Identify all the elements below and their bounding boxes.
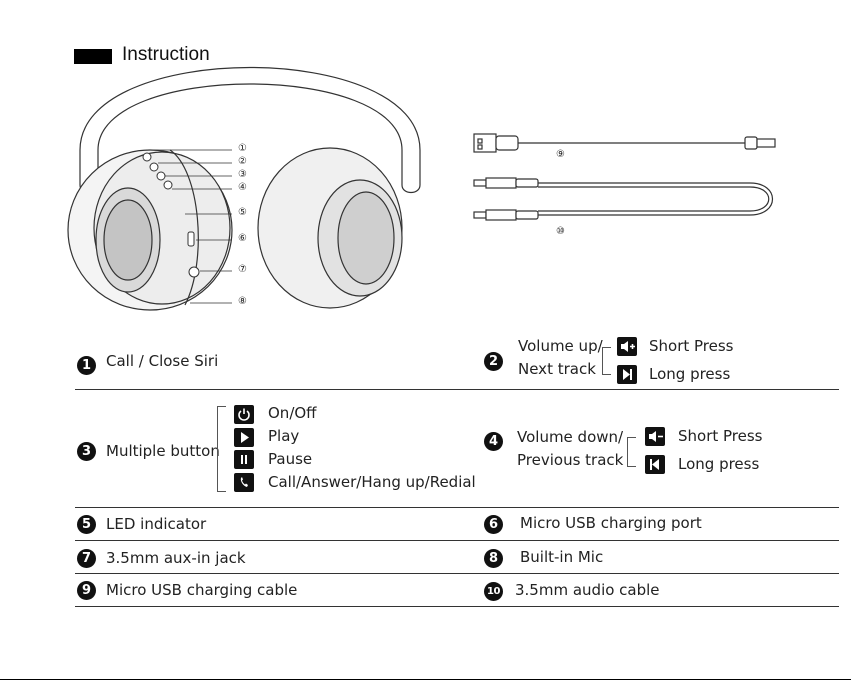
callout-3: ③ xyxy=(238,169,247,180)
power-icon xyxy=(234,405,254,424)
item-label-volume-down: Volume down/ xyxy=(517,428,624,446)
item-number-10: 10 xyxy=(484,582,503,601)
page-bottom-line xyxy=(0,679,851,680)
short-press-label: Short Press xyxy=(649,337,734,355)
item-label-micro-usb-cable: Micro USB charging cable xyxy=(106,581,298,599)
item-label-built-in-mic: Built-in Mic xyxy=(520,548,604,566)
item-label-aux-in-jack: 3.5mm aux-in jack xyxy=(106,549,246,567)
item-number-3: 3 xyxy=(77,442,96,461)
callout-8: ⑧ xyxy=(238,296,247,307)
callout-5: ⑤ xyxy=(238,207,247,218)
callout-7: ⑦ xyxy=(238,264,247,275)
item-number-4: 4 xyxy=(484,432,503,451)
divider xyxy=(75,573,839,574)
item-label-call-close-siri: Call / Close Siri xyxy=(106,352,219,370)
bracket xyxy=(602,347,611,375)
item-label-micro-usb-port: Micro USB charging port xyxy=(520,514,702,532)
sub-label-on-off: On/Off xyxy=(268,404,317,422)
item-number-6: 6 xyxy=(484,515,503,534)
page-title: Instruction xyxy=(122,44,210,65)
callout-6: ⑥ xyxy=(238,233,247,244)
item-label-previous-track: Previous track xyxy=(517,451,624,469)
divider xyxy=(75,606,839,607)
item-number-1: 1 xyxy=(77,356,96,375)
pause-icon xyxy=(234,450,254,469)
callout-9: ⑨ xyxy=(556,149,565,160)
long-press-label: Long press xyxy=(649,365,731,383)
phone-icon xyxy=(234,473,254,492)
item-number-2: 2 xyxy=(484,352,503,371)
long-press-label: Long press xyxy=(678,455,760,473)
callout-1: ① xyxy=(238,143,247,154)
headphone-illustration xyxy=(67,66,776,311)
item-number-5: 5 xyxy=(77,515,96,534)
item-number-8: 8 xyxy=(484,549,503,568)
callout-4: ④ xyxy=(238,182,247,193)
divider xyxy=(75,507,839,508)
callout-2: ② xyxy=(238,156,247,167)
divider xyxy=(75,540,839,541)
volume-down-icon xyxy=(645,427,665,446)
item-number-9: 9 xyxy=(77,581,96,600)
item-label-led-indicator: LED indicator xyxy=(106,515,207,533)
play-icon xyxy=(234,428,254,447)
item-label-audio-cable: 3.5mm audio cable xyxy=(515,581,660,599)
item-number-7: 7 xyxy=(77,549,96,568)
divider xyxy=(75,389,839,390)
callout-10: ⑩ xyxy=(556,226,565,237)
volume-up-icon xyxy=(617,337,637,356)
sub-label-call-answer: Call/Answer/Hang up/Redial xyxy=(268,473,476,491)
sub-label-pause: Pause xyxy=(268,450,313,468)
item-label-next-track: Next track xyxy=(518,360,596,378)
item-label-volume-up: Volume up/ xyxy=(518,337,603,355)
heading-bar xyxy=(74,49,112,64)
previous-track-icon xyxy=(645,455,665,474)
bracket xyxy=(627,437,636,467)
sub-label-play: Play xyxy=(268,427,300,445)
item-label-multiple-button: Multiple button xyxy=(106,442,220,460)
bracket xyxy=(217,406,226,492)
short-press-label: Short Press xyxy=(678,427,763,445)
next-track-icon xyxy=(617,365,637,384)
